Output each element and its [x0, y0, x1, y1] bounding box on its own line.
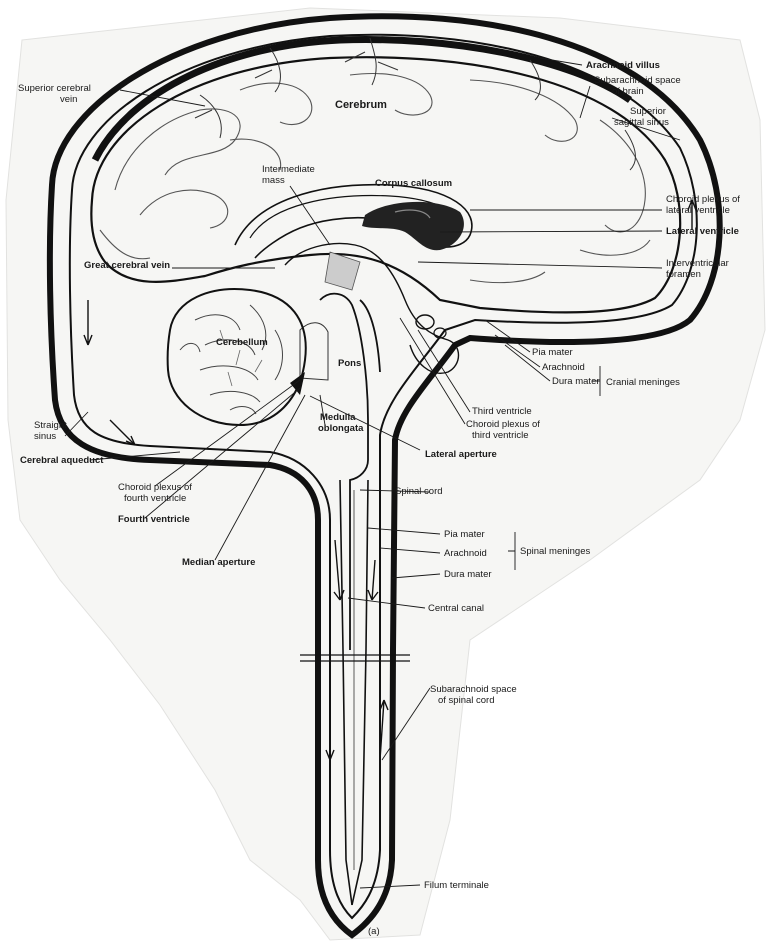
label-subarachnoid-spinal: Subarachnoid space of spinal cord — [430, 684, 519, 706]
label-spinal-cord: Spinal cord — [395, 486, 443, 497]
label-median-aperture: Median aperture — [182, 557, 255, 568]
label-third-ventricle: Third ventricle — [472, 406, 532, 417]
label-cerebellum: Cerebellum — [216, 337, 268, 348]
label-filum-terminale: Filum terminale — [424, 880, 489, 891]
label-arachnoid-villus: Arachnoid villus — [586, 60, 660, 71]
label-fourth-ventricle: Fourth ventricle — [118, 514, 190, 525]
label-great-cerebral-vein: Great cerebral vein — [84, 260, 170, 271]
label-dura-mater-spinal: Dura mater — [444, 569, 492, 580]
label-pia-mater-spinal: Pia mater — [444, 529, 485, 540]
label-cerebral-aqueduct: Cerebral aqueduct — [20, 455, 104, 466]
label-arachnoid-cranial: Arachnoid — [542, 362, 585, 373]
label-pia-mater-cranial: Pia mater — [532, 347, 573, 358]
label-pons: Pons — [338, 358, 361, 369]
label-choroid-plexus-fourth: Choroid plexus of fourth ventricle — [118, 482, 195, 504]
label-lateral-ventricle: Lateral ventricle — [666, 226, 739, 237]
label-medulla-oblongata: Medulla oblongata — [318, 412, 364, 434]
label-cerebrum: Cerebrum — [335, 99, 387, 111]
label-central-canal: Central canal — [428, 603, 484, 614]
panel-letter: (a) — [368, 926, 380, 937]
label-dura-mater-cranial: Dura mater — [552, 376, 600, 387]
label-corpus-callosum: Corpus callosum — [375, 178, 452, 189]
label-spinal-meninges: Spinal meninges — [520, 546, 590, 557]
label-lateral-aperture: Lateral aperture — [425, 449, 497, 460]
paper-background — [6, 8, 765, 940]
label-cranial-meninges: Cranial meninges — [606, 377, 680, 388]
label-arachnoid-spinal: Arachnoid — [444, 548, 487, 559]
